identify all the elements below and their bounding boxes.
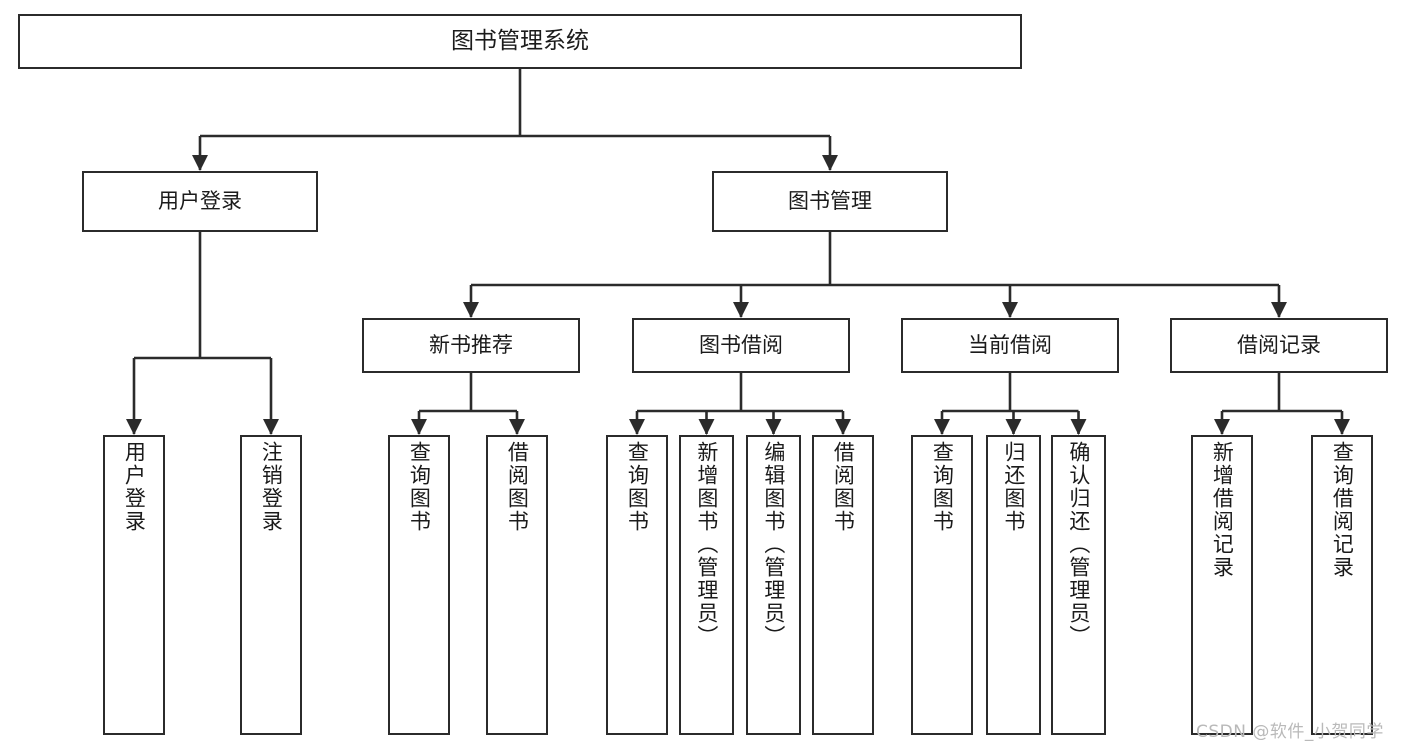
node-user-login[interactable]: 用户登录 (82, 171, 318, 232)
node-label: 查询图书 (930, 441, 955, 533)
leaf-add-borrow-record[interactable]: 新增借阅记录 (1191, 435, 1253, 735)
leaf-query-book-current[interactable]: 查询图书 (911, 435, 973, 735)
node-label: 新增借阅记录 (1210, 441, 1235, 579)
node-label: 归还图书 (1001, 441, 1026, 533)
watermark: CSDN @软件_小贺同学 (1196, 722, 1384, 742)
node-label: 用户登录 (122, 441, 147, 533)
leaf-confirm-return[interactable]: 确认归还（管理员） (1051, 435, 1106, 735)
node-label: 借阅图书 (505, 441, 530, 533)
leaf-borrow-book[interactable]: 借阅图书 (812, 435, 874, 735)
node-label: 用户登录 (158, 189, 242, 214)
leaf-edit-book[interactable]: 编辑图书（管理员） (746, 435, 801, 735)
node-label: 图书借阅 (699, 333, 783, 358)
leaf-user-login[interactable]: 用户登录 (103, 435, 165, 735)
node-book-management[interactable]: 图书管理 (712, 171, 948, 232)
leaf-query-book-borrow[interactable]: 查询图书 (606, 435, 668, 735)
leaf-add-book[interactable]: 新增图书（管理员） (679, 435, 734, 735)
leaf-query-borrow-record[interactable]: 查询借阅记录 (1311, 435, 1373, 735)
leaf-return-book[interactable]: 归还图书 (986, 435, 1041, 735)
leaf-query-book-recommend[interactable]: 查询图书 (388, 435, 450, 735)
node-label: 借阅图书 (831, 441, 856, 533)
node-label: 图书管理系统 (451, 27, 589, 54)
node-label: 新书推荐 (429, 333, 513, 358)
leaf-borrow-book-recommend[interactable]: 借阅图书 (486, 435, 548, 735)
node-label: 编辑图书（管理员） (761, 441, 786, 648)
node-label: 借阅记录 (1237, 333, 1321, 358)
node-label: 图书管理 (788, 189, 872, 214)
node-new-book-recommend[interactable]: 新书推荐 (362, 318, 580, 373)
node-current-borrow[interactable]: 当前借阅 (901, 318, 1119, 373)
node-book-borrow[interactable]: 图书借阅 (632, 318, 850, 373)
node-label: 当前借阅 (968, 333, 1052, 358)
node-label: 确认归还（管理员） (1066, 441, 1091, 648)
node-borrow-record[interactable]: 借阅记录 (1170, 318, 1388, 373)
node-label: 注销登录 (259, 441, 284, 533)
node-label: 查询借阅记录 (1330, 441, 1355, 579)
node-label: 新增图书（管理员） (694, 441, 719, 648)
node-root[interactable]: 图书管理系统 (18, 14, 1022, 69)
node-label: 查询图书 (407, 441, 432, 533)
node-label: 查询图书 (625, 441, 650, 533)
leaf-logout[interactable]: 注销登录 (240, 435, 302, 735)
